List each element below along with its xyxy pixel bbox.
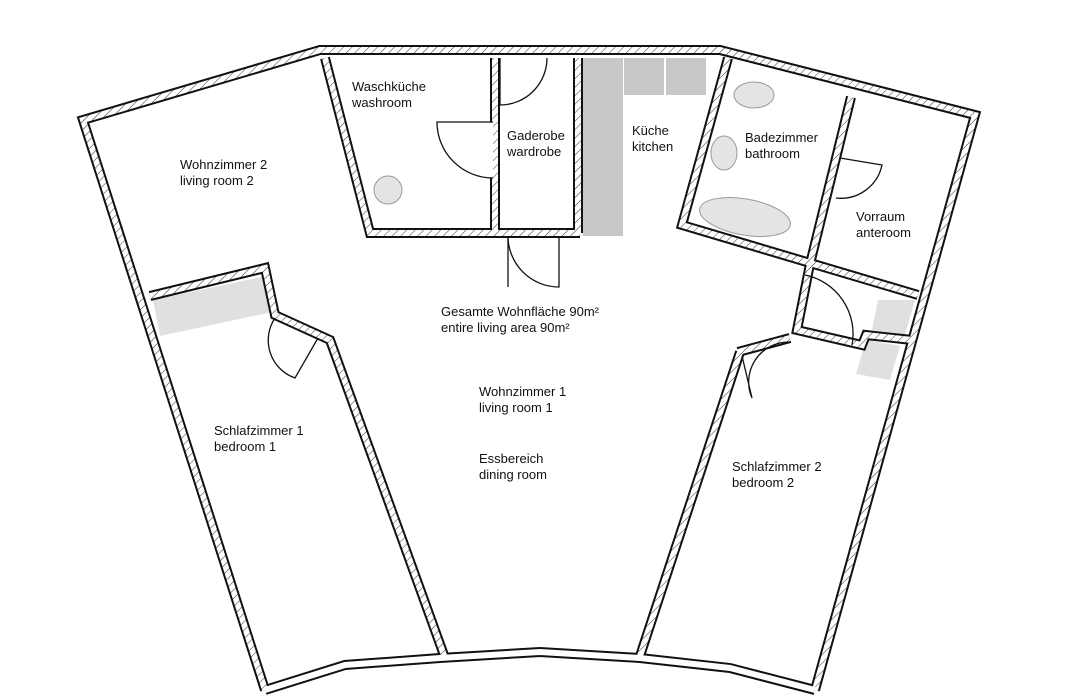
kitchen-counter <box>583 58 706 236</box>
room-name-en: wardrobe <box>507 144 562 159</box>
room-name-de: Waschküche <box>352 79 426 94</box>
room-name-de: Küche <box>632 123 669 138</box>
room-name-de: Wohnzimmer 2 <box>180 157 268 172</box>
bathroom-fixtures <box>373 81 791 237</box>
room-name-en: washroom <box>352 95 412 110</box>
room-name-en: anteroom <box>856 225 911 240</box>
area-de: Gesamte Wohnfläche 90m² <box>441 304 599 319</box>
bedroom2-wardrobe <box>856 340 900 380</box>
room-name-en: living room 1 <box>479 400 553 415</box>
doors <box>267 57 883 399</box>
area-en: entire living area 90m² <box>441 320 570 335</box>
room-name-en: kitchen <box>632 139 674 154</box>
room-name-en: bedroom 1 <box>214 439 277 454</box>
room-name-de: Schlafzimmer 1 <box>214 423 304 438</box>
room-name-en: living room 2 <box>180 173 254 188</box>
room-name-de: Gaderobe <box>507 128 565 143</box>
room-name-de: Badezimmer <box>745 130 818 145</box>
walls <box>76 45 982 695</box>
room-name-de: Schlafzimmer 2 <box>732 459 822 474</box>
hall-wardrobe <box>872 300 915 335</box>
room-name-en: bedroom 2 <box>732 475 795 490</box>
bedroom1-wardrobe <box>153 276 272 336</box>
room-name-de: Essbereich <box>479 451 544 466</box>
room-name-en: bathroom <box>745 146 800 161</box>
room-name-de: Wohnzimmer 1 <box>479 384 567 399</box>
room-name-en: dining room <box>479 467 547 482</box>
room-name-de: Vorraum <box>856 209 906 224</box>
